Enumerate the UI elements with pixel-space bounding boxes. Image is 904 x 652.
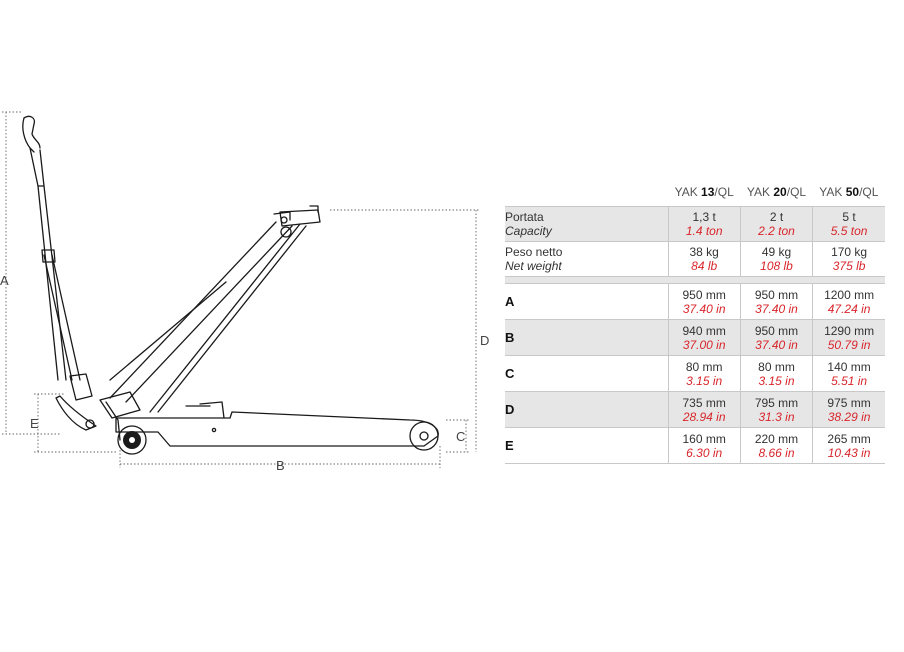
lifting-arm-drawing bbox=[99, 205, 321, 419]
dim-label-b: B bbox=[276, 458, 285, 473]
model-header-1: YAK 13/QL bbox=[674, 185, 734, 199]
table-header-row: YAK 13/QL YAK 20/QL YAK 50/QL bbox=[505, 178, 885, 207]
dim-label-d: D bbox=[480, 333, 489, 348]
table-divider bbox=[505, 276, 885, 284]
handle-drawing bbox=[22, 115, 97, 431]
dim-label-e: E bbox=[30, 416, 39, 431]
dim-label-c: C bbox=[456, 429, 465, 444]
jack-diagram: A E B C D bbox=[0, 111, 489, 473]
chassis-drawing bbox=[105, 401, 439, 455]
dim-label-a: A bbox=[0, 273, 9, 288]
model-header-2: YAK 20/QL bbox=[746, 185, 807, 199]
model-header-3: YAK 50/QL bbox=[819, 185, 879, 199]
